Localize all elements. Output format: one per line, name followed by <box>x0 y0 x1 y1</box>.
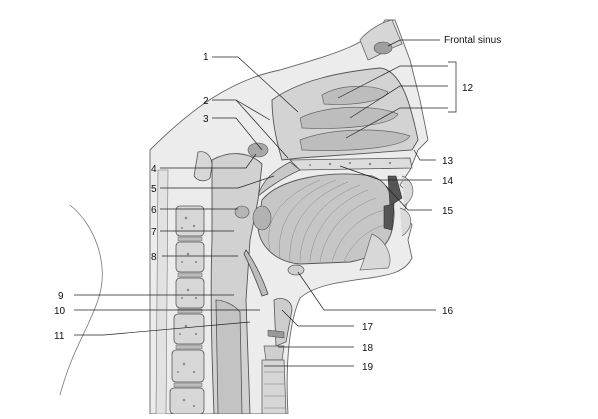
label-15: 15 <box>442 206 454 217</box>
tracheal-rings <box>264 371 286 409</box>
leader-16 <box>297 271 436 311</box>
vertebra-texture <box>177 216 198 408</box>
superior-concha <box>321 85 389 105</box>
frontal-bone <box>359 19 403 61</box>
leader-11 <box>74 321 251 336</box>
label-5: 5 <box>151 184 157 195</box>
cricoid-cartilage <box>263 345 285 361</box>
spinal-canal <box>155 169 169 415</box>
leader-5 <box>160 175 275 189</box>
label-8: 8 <box>151 252 157 263</box>
label-14: 14 <box>442 176 454 187</box>
vocal-folds <box>267 329 285 339</box>
label-frontal-sinus: Frontal sinus <box>444 35 501 46</box>
leader-17 <box>281 309 354 327</box>
leader-2b <box>235 99 271 121</box>
upper-incisor <box>387 175 403 207</box>
label-9: 9 <box>58 291 64 302</box>
leader-3 <box>212 117 263 151</box>
label-6: 6 <box>151 205 157 216</box>
head-back-outline <box>59 204 103 396</box>
label-1: 1 <box>203 52 209 63</box>
label-7: 7 <box>151 227 157 238</box>
label-16: 16 <box>442 306 454 317</box>
leader-13 <box>413 149 436 161</box>
leader-12-1 <box>337 65 448 99</box>
leader-14 <box>339 165 432 181</box>
hyoid-bone <box>287 264 305 276</box>
mandible <box>359 233 391 271</box>
label-17: 17 <box>362 322 374 333</box>
trachea <box>261 359 287 415</box>
hard-palate <box>289 157 413 171</box>
label-10: 10 <box>54 306 66 317</box>
label-2: 2 <box>203 96 209 107</box>
tongue-muscle-fibers <box>268 179 391 263</box>
leader-12-3 <box>345 107 448 139</box>
label-18: 18 <box>362 343 374 354</box>
esophagus <box>215 299 243 415</box>
cervical-vertebrae <box>169 151 213 415</box>
leader-frontal-sinus <box>387 39 440 47</box>
upper-lip <box>401 175 414 207</box>
middle-concha <box>299 106 399 129</box>
label-11: 11 <box>54 331 65 342</box>
label-12: 12 <box>462 83 474 94</box>
epiglottis <box>243 249 269 297</box>
intervertebral-discs <box>173 236 203 388</box>
leader-lines <box>74 39 457 367</box>
lower-incisor <box>383 203 395 231</box>
leader-4 <box>160 153 257 169</box>
pharyngeal-tonsil <box>247 142 269 158</box>
palatine-tonsil <box>252 205 272 231</box>
leader-12-2 <box>349 85 448 119</box>
lower-lip <box>399 207 412 237</box>
label-3: 3 <box>203 114 209 125</box>
leader-1 <box>212 56 299 113</box>
palate-bone-texture <box>309 161 392 166</box>
bracket-12 <box>448 61 457 113</box>
leader-15 <box>385 185 432 211</box>
label-4: 4 <box>151 164 157 175</box>
auditory-tube-opening <box>234 205 250 219</box>
inferior-concha <box>299 129 411 151</box>
label-13: 13 <box>442 156 454 167</box>
label-19: 19 <box>362 362 374 373</box>
frontal-sinus-cavity <box>373 41 393 55</box>
